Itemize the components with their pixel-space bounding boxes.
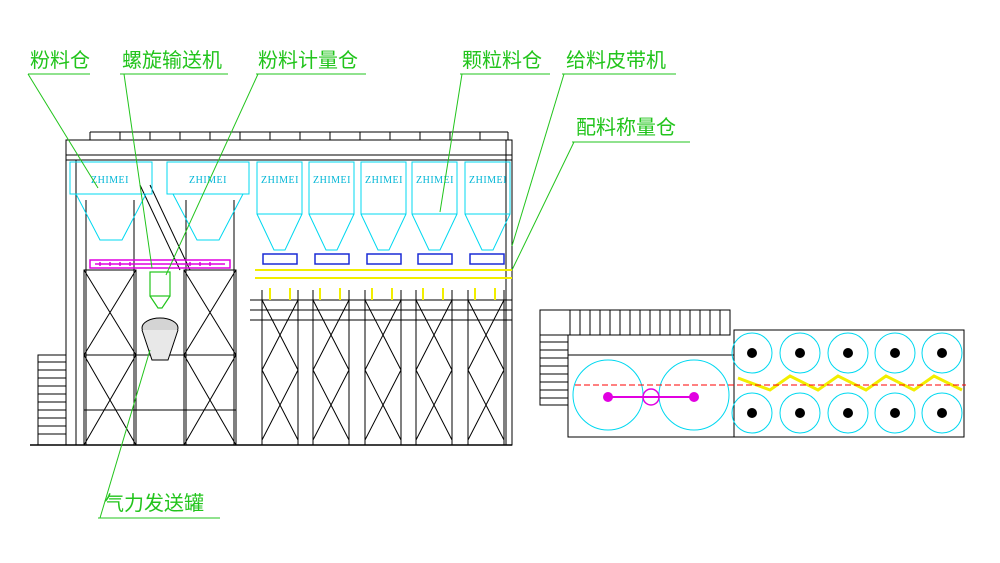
brand-text: ZHIMEI	[313, 175, 351, 186]
plan-feed-belt	[737, 374, 963, 392]
granule-weigh-scales	[262, 253, 505, 265]
label-batch-weigh-bin: 配料称量仓	[576, 115, 676, 139]
callout-labels: 粉料仓 螺旋输送机 粉料计量仓 颗粒料仓 给料皮带机 配料称量仓 气力发送罐	[30, 48, 676, 515]
brand-text: ZHIMEI	[416, 175, 454, 186]
label-powder-silo: 粉料仓	[30, 48, 90, 72]
powder-silos	[69, 161, 250, 241]
granule-silos	[256, 161, 511, 251]
label-powder-weigh-bin: 粉料计量仓	[258, 48, 358, 72]
plan-silos	[572, 332, 963, 434]
powder-weigh-bin	[149, 271, 171, 309]
label-granule-silo: 颗粒料仓	[462, 48, 542, 72]
label-screw-conveyor: 螺旋输送机	[122, 48, 222, 72]
leader-lines	[27, 73, 690, 519]
brand-text: ZHIMEI	[91, 175, 129, 186]
plan-silo-outlets	[747, 348, 947, 418]
hopper-brand-labels: ZHIMEI ZHIMEI ZHIMEI ZHIMEI ZHIMEI ZHIME…	[91, 175, 507, 186]
feed-belt	[255, 269, 512, 300]
label-feed-belt: 给料皮带机	[566, 48, 666, 72]
granule-frame	[250, 290, 512, 445]
brand-text: ZHIMEI	[365, 175, 403, 186]
brand-text: ZHIMEI	[261, 175, 299, 186]
pneumatic-tank	[141, 317, 179, 361]
plan-view	[539, 309, 965, 438]
label-pneumatic-tank: 气力发送罐	[104, 491, 204, 515]
powder-frame	[83, 184, 237, 446]
brand-text: ZHIMEI	[469, 175, 507, 186]
brand-text: ZHIMEI	[189, 175, 227, 186]
screw-conveyor	[89, 259, 231, 269]
plan-conveyor	[575, 384, 966, 406]
